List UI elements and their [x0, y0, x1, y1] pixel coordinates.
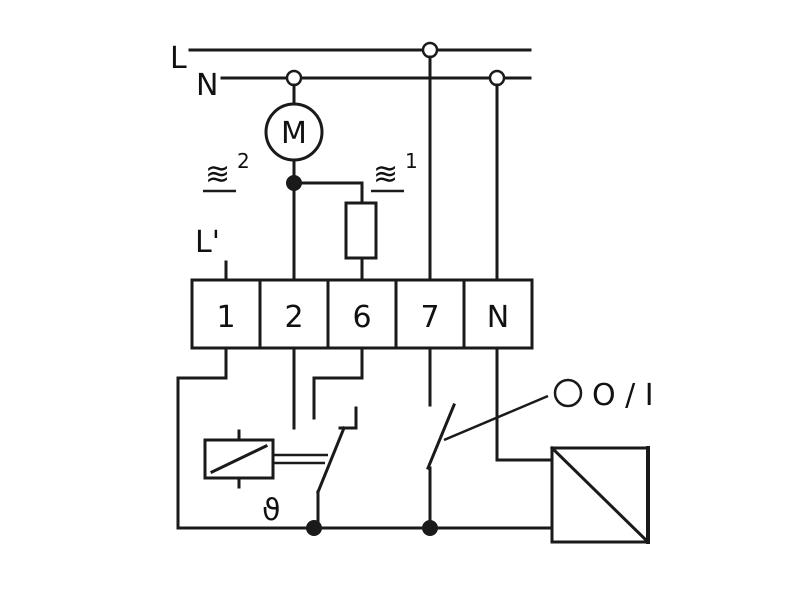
on-off-symbol-circle: [553, 378, 583, 408]
terminal-6-contact-wire: [312, 346, 364, 420]
thermostat-switch-blade: [316, 426, 346, 494]
heater-wire-top: [292, 181, 364, 205]
heater-1-number: 1: [405, 149, 418, 173]
thermostat-contact-hook: [338, 406, 358, 430]
terminal-N-label: N: [487, 300, 509, 335]
terminal-1-return-wire: [176, 346, 320, 530]
terminal-N-to-module-wire: [495, 346, 554, 462]
switched-live-label: L': [195, 225, 220, 260]
heater-resistor: [344, 201, 378, 260]
neutral-tap-node-terminal: [488, 69, 506, 87]
terminal-6-label: 6: [352, 300, 371, 335]
neutral-label: N: [196, 68, 218, 103]
live-tap-node: [421, 41, 439, 59]
junction-node-bus-left: [306, 520, 322, 536]
temperature-symbol: ϑ: [262, 493, 281, 528]
terminal-block-frame: [190, 278, 534, 350]
terminal-block: 1 2 6 7 N: [190, 278, 534, 350]
heater-1-icon: ≋: [373, 157, 398, 192]
neutral-tap-node-motor: [285, 69, 303, 87]
control-module-diagonal: [549, 445, 651, 545]
motor-label: M: [281, 116, 307, 151]
terminal-7-label: 7: [420, 300, 439, 335]
terminal-1-label: 1: [216, 300, 235, 335]
relay-coil-diagonal: [209, 443, 269, 475]
heater-2-number: 2: [237, 149, 250, 173]
on-off-label: O / I: [592, 378, 654, 413]
live-label: L: [170, 41, 187, 76]
terminal-2-label: 2: [284, 300, 303, 335]
on-off-switch-blade: [426, 403, 456, 470]
heater-2-icon: ≋: [205, 157, 230, 192]
